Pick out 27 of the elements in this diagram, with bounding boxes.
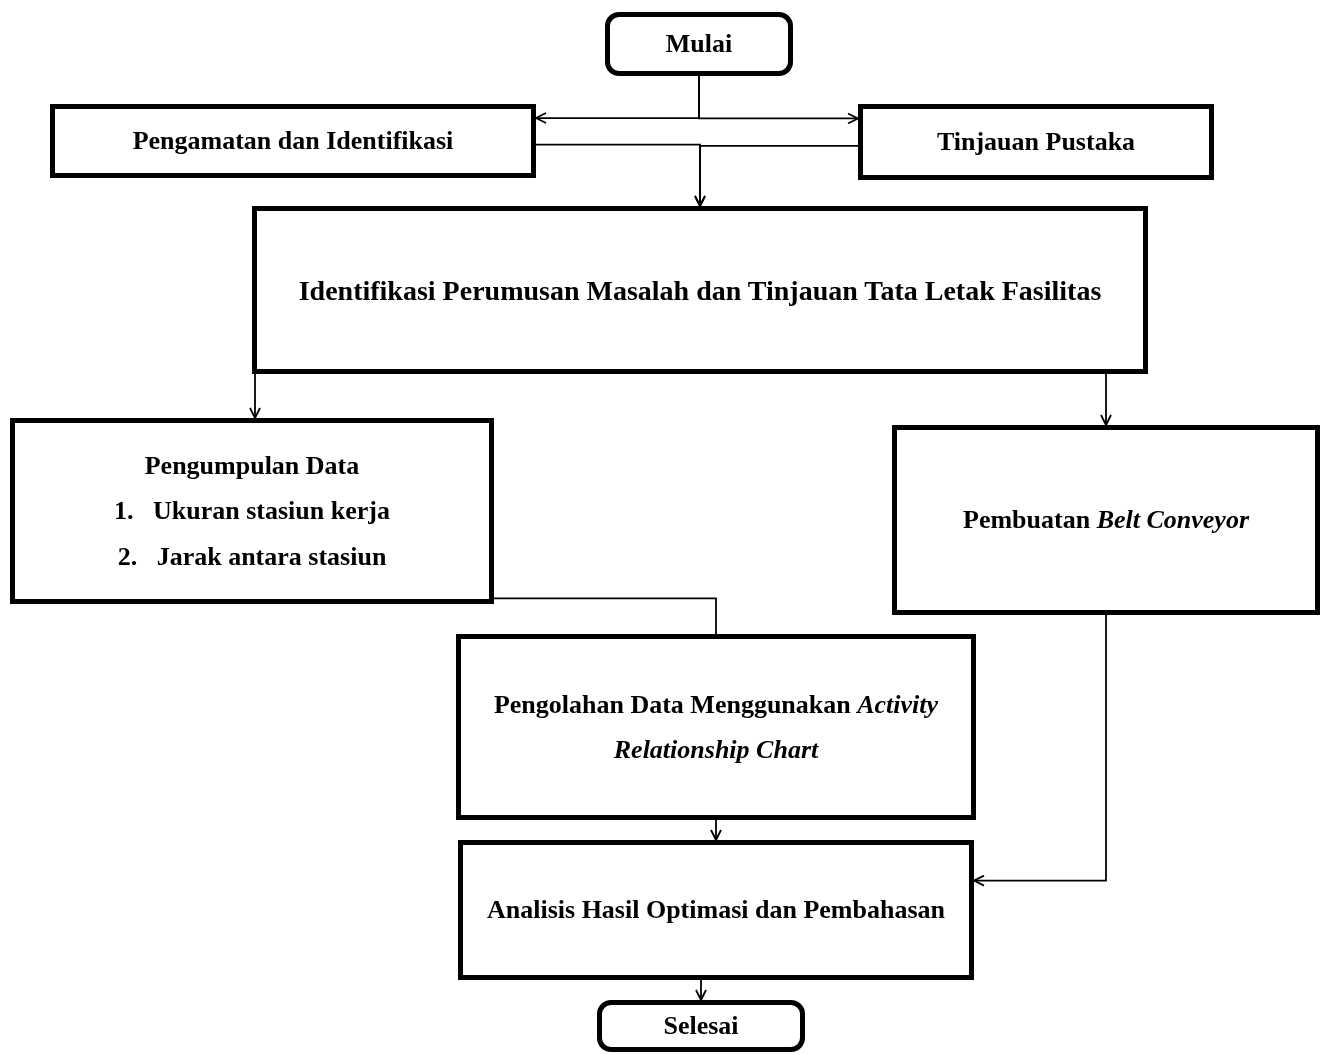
arrow bbox=[695, 979, 707, 1001]
step-label: Pengolahan Data Menggunakan Activity Relationship Chart bbox=[492, 688, 940, 766]
step-label: Pengamatan dan Identifikasi bbox=[132, 125, 454, 158]
arrow bbox=[973, 614, 1107, 887]
arrow bbox=[698, 75, 859, 125]
process-box bbox=[858, 104, 1214, 180]
process-box bbox=[10, 418, 494, 604]
process-box bbox=[456, 634, 976, 820]
step-label: Pembuatan Belt Conveyor bbox=[963, 504, 1249, 537]
step-label: Pengumpulan Data bbox=[144, 449, 360, 482]
step-label: Mulai bbox=[665, 28, 733, 61]
process-box bbox=[252, 206, 1148, 374]
step-label: Tinjauan Pustaka bbox=[936, 126, 1136, 159]
process-box bbox=[458, 840, 974, 980]
process-box bbox=[892, 425, 1320, 615]
arrow bbox=[1100, 373, 1112, 426]
step-label: Analisis Hasil Optimasi dan Pembahasan bbox=[487, 894, 945, 927]
step-label: Selesai bbox=[663, 1010, 739, 1043]
list-item: 1. Ukuran stasiun kerja bbox=[114, 495, 390, 528]
process-box bbox=[50, 104, 536, 178]
terminal-box bbox=[605, 12, 793, 76]
list-item: 2. Jarak antara stasiun bbox=[117, 540, 387, 573]
arrow bbox=[249, 373, 261, 419]
arrow bbox=[710, 819, 722, 841]
arrow bbox=[694, 144, 859, 207]
terminal-box bbox=[597, 1000, 805, 1052]
step-label: Identifikasi Perumusan Masalah dan Tinjauan Tata Letak Fasilitas bbox=[298, 273, 1102, 308]
